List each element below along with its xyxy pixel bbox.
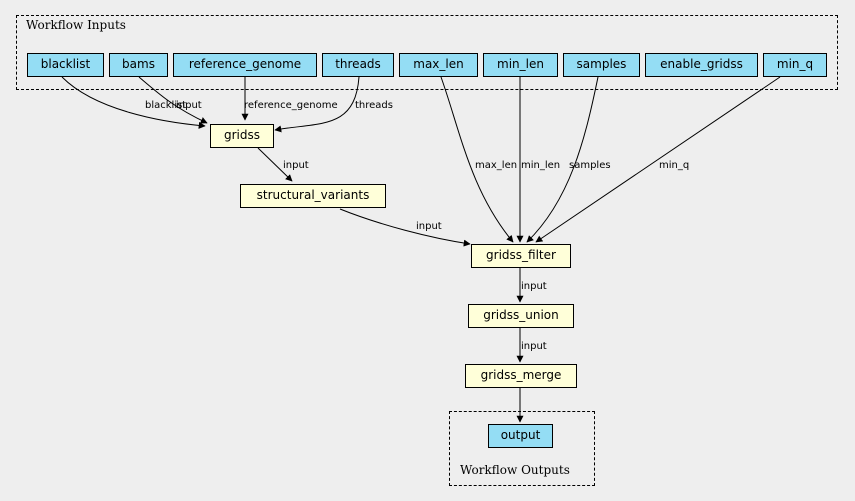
edge-label-min-q: min_q	[659, 160, 689, 171]
edge-gridss-structural-variants	[257, 147, 293, 182]
edge-label-max-len: max_len	[475, 160, 517, 171]
edge-max-len-filter	[440, 76, 514, 243]
node-gridss[interactable]: gridss	[210, 124, 274, 148]
edge-label-sv-input: input	[416, 221, 442, 232]
edge-samples-filter	[526, 76, 599, 243]
edge-label-blacklist: blacklist	[145, 100, 186, 111]
node-gridss-merge[interactable]: gridss_merge	[465, 364, 577, 388]
edge-label-samples: samples	[569, 160, 611, 171]
edge-label-reference-genome: reference_genome	[244, 100, 338, 111]
edge-min-q-filter	[535, 76, 781, 243]
node-gridss-filter[interactable]: gridss_filter	[471, 244, 571, 268]
workflow-inputs-cluster	[16, 15, 838, 90]
node-gridss-union[interactable]: gridss_union	[468, 304, 574, 328]
node-enable-gridss[interactable]: enable_gridss	[645, 53, 758, 77]
edge-label-threads: threads	[355, 100, 393, 111]
edge-label-bams-input: input	[176, 100, 202, 111]
node-bams[interactable]: bams	[109, 53, 168, 77]
edge-label-min-len: min_len	[521, 160, 560, 171]
edge-bams-gridss	[138, 76, 208, 124]
edge-label-filter-input: input	[521, 281, 547, 292]
edge-label-union-input: input	[521, 341, 547, 352]
edge-structural-variants-filter	[339, 208, 471, 247]
node-min-q[interactable]: min_q	[763, 53, 827, 77]
node-structural-variants[interactable]: structural_variants	[240, 184, 386, 208]
edge-label-gridss-input: input	[283, 160, 309, 171]
edge-threads-gridss	[274, 76, 360, 133]
workflow-outputs-label: Workflow Outputs	[460, 463, 570, 477]
node-blacklist[interactable]: blacklist	[27, 53, 104, 77]
node-samples[interactable]: samples	[563, 53, 640, 77]
node-min-len[interactable]: min_len	[483, 53, 558, 77]
node-output[interactable]: output	[488, 424, 553, 448]
node-reference-genome[interactable]: reference_genome	[173, 53, 317, 77]
edge-blacklist-gridss	[61, 76, 206, 129]
workflow-inputs-label: Workflow Inputs	[26, 18, 126, 32]
workflow-outputs-cluster	[449, 411, 595, 486]
node-max-len[interactable]: max_len	[399, 53, 478, 77]
node-threads[interactable]: threads	[322, 53, 394, 77]
